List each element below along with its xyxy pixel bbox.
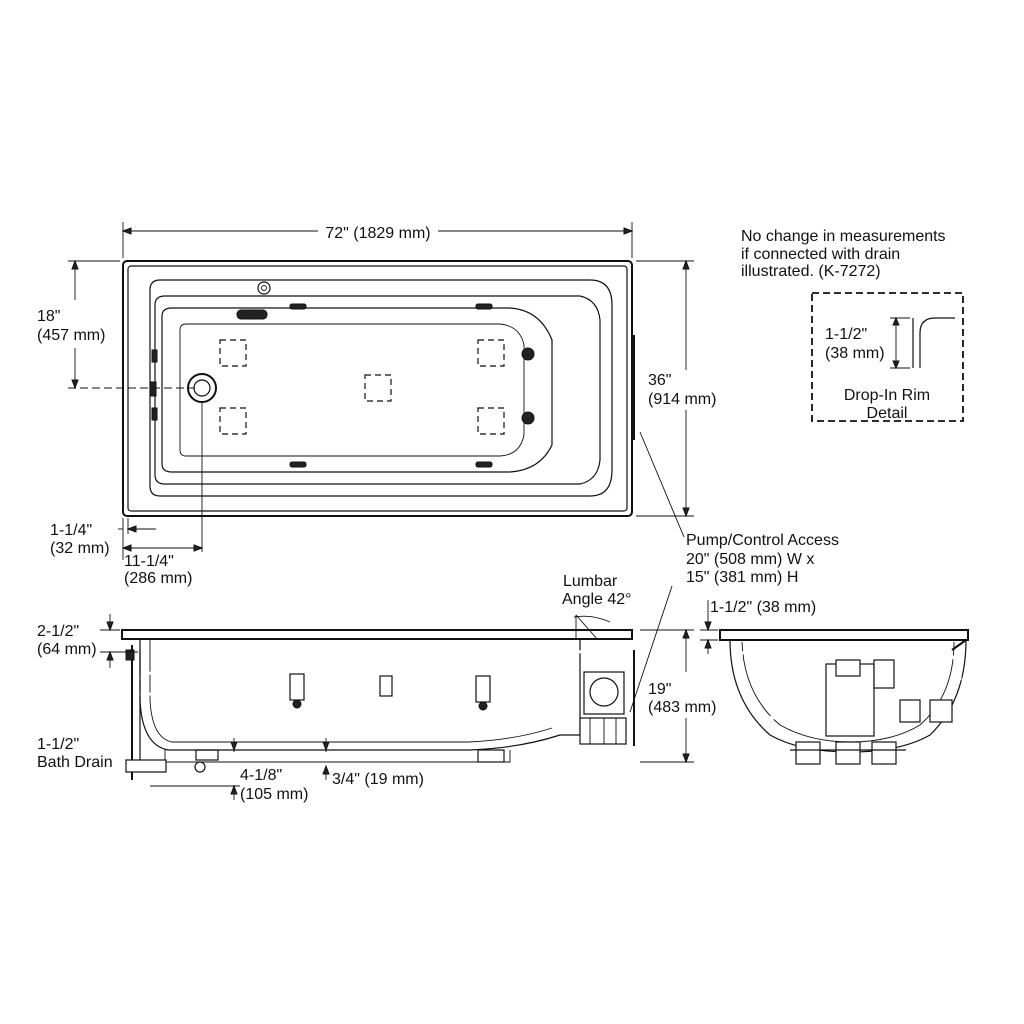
- drain-center-mm-label: (286 mm): [124, 570, 192, 587]
- side-floor-base: [164, 750, 511, 763]
- foot-pad-square: [219, 339, 247, 367]
- end-bracket: [951, 639, 967, 651]
- pump-access-line2: 20" (508 mm) W x: [686, 551, 814, 568]
- jet-icon: [151, 407, 158, 421]
- side-shell: [139, 639, 581, 751]
- plan-outer-rim: [122, 260, 633, 517]
- detail-frame: [811, 292, 964, 422]
- detail-dim-mm-label: (38 mm): [825, 345, 885, 362]
- jet-icon: [521, 347, 535, 361]
- drain-depth-in-label: 4-1/8": [240, 767, 282, 784]
- drain-plug-icon: [194, 761, 206, 773]
- control-knob-center: [261, 285, 267, 291]
- detail-title-line1: Drop-In Rim: [844, 387, 930, 404]
- side-pipe-inner: [130, 650, 591, 691]
- overall-length-label: 72" (1829 mm): [325, 225, 430, 242]
- side-pipe-lower-inner: [134, 679, 550, 726]
- rim-edge-in-label: 1-1/4": [50, 522, 92, 539]
- plan-view: [122, 260, 635, 517]
- jet-icon: [151, 349, 158, 363]
- pump-body: [583, 671, 625, 715]
- rim-height-in-label: 2-1/2": [37, 623, 79, 640]
- overall-width-in-label: 36": [648, 372, 671, 389]
- end-foot: [835, 741, 861, 765]
- bath-drain-size-label: 1-1/2": [37, 736, 79, 753]
- side-foot: [195, 749, 219, 761]
- jet-icon: [475, 303, 493, 310]
- overflow-icon: [149, 381, 157, 397]
- labels: 72" (1829 mm) 18" (457 mm) 36" (914 mm) …: [37, 225, 946, 803]
- pump-access-line3: 15" (381 mm) H: [686, 569, 798, 586]
- lumbar-label-line1: Lumbar: [563, 573, 618, 590]
- rim-edge-mm-label: (32 mm): [50, 540, 110, 557]
- foot-pad-square: [477, 339, 505, 367]
- plan-deck-shell: [149, 279, 613, 497]
- pump-access-line1: Pump/Control Access: [686, 532, 839, 549]
- grill-icon: [236, 309, 268, 320]
- foot-height-label: 3/4" (19 mm): [332, 771, 424, 788]
- pipe-fitting: [289, 673, 305, 701]
- jet-icon: [521, 411, 535, 425]
- drain-inner-ring: [193, 379, 211, 397]
- plan-basin-floor: [161, 307, 553, 473]
- foot-pad-square: [219, 407, 247, 435]
- lumbar-label-line2: Angle 42°: [562, 591, 632, 608]
- overall-height-in-label: 19": [648, 681, 671, 698]
- end-rim-label: 1-1/2" (38 mm): [710, 599, 816, 616]
- jet-icon: [292, 699, 302, 709]
- overall-height-mm-label: (483 mm): [648, 699, 716, 716]
- drain-note-line1: No change in measurements: [741, 228, 946, 245]
- end-valve: [873, 659, 895, 689]
- pump-motor-icon: [589, 677, 619, 707]
- pipe-fitting: [379, 675, 393, 697]
- detail-title-line2: Detail: [867, 405, 908, 422]
- bath-drain-tee: [125, 759, 167, 773]
- end-foot: [871, 741, 897, 765]
- detail-rim-profile: [919, 317, 955, 368]
- end-fitting: [929, 699, 953, 723]
- end-pump-cap: [835, 659, 861, 677]
- drain-center-in-label: 11-1/4": [124, 553, 174, 570]
- jet-icon: [289, 461, 307, 468]
- plan-inner-rim: [127, 265, 628, 512]
- drain-note-line3: illustrated. (K-7272): [741, 263, 881, 280]
- pump-base: [579, 717, 627, 745]
- side-rim: [121, 629, 633, 640]
- foot-pad-square: [477, 407, 505, 435]
- end-rim: [719, 629, 969, 641]
- end-view: [700, 600, 969, 765]
- side-dimensions: [100, 585, 694, 800]
- plan-basin-inner-floor: [179, 323, 525, 457]
- end-fitting: [899, 699, 921, 723]
- plan-dimensions: [68, 222, 694, 560]
- control-knob-icon: [257, 281, 271, 295]
- side-view: [121, 614, 635, 780]
- foot-pad-square: [364, 374, 392, 402]
- bath-drain-label: Bath Drain: [37, 754, 113, 771]
- jet-icon: [475, 461, 493, 468]
- drop-in-rim-detail: [811, 292, 964, 422]
- overall-width-mm-label: (914 mm): [648, 391, 716, 408]
- side-foot: [477, 749, 505, 763]
- end-foot: [795, 741, 821, 765]
- jet-icon: [478, 701, 488, 711]
- drain-depth-mm-label: (105 mm): [240, 786, 308, 803]
- side-shell-inner: [149, 639, 553, 743]
- jet-icon: [289, 303, 307, 310]
- pipe-fitting: [475, 675, 491, 703]
- plan-basin-outer: [154, 295, 601, 485]
- detail-dim-in-label: 1-1/2": [825, 326, 867, 343]
- side-pipe-outer: [131, 651, 591, 691]
- drain-note-line2: if connected with drain: [741, 246, 900, 263]
- overflow-icon: [125, 649, 135, 661]
- drain-offset-in-label: 18": [37, 308, 60, 325]
- drain-offset-mm-label: (457 mm): [37, 327, 105, 344]
- rim-height-mm-label: (64 mm): [37, 641, 97, 658]
